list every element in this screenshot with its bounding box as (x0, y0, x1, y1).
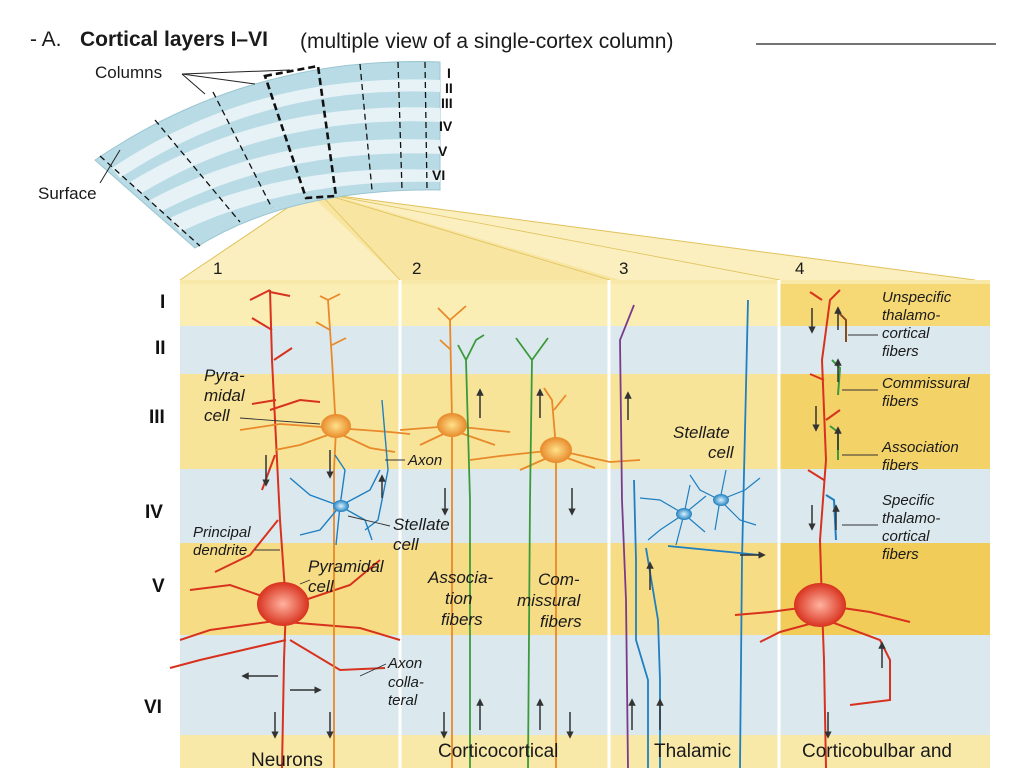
label-assoc-1: Associa- (427, 568, 494, 587)
label-specific-4: fibers (882, 546, 919, 563)
label-axon: Axon (407, 452, 442, 469)
panel-corticobulbar: Unspecific thalamo- cortical fibers Comm… (734, 289, 970, 768)
layer-label-III: III (149, 407, 165, 428)
panel-number-1: 1 (213, 259, 222, 278)
panel-caption-2: Corticocortical (438, 741, 558, 762)
label-stellate3-2: cell (708, 443, 735, 462)
label-principal-2: dendrite (193, 542, 247, 559)
panel-caption-1: Neurons (251, 750, 323, 768)
label-pyramidal-small-1: Pyra- (204, 366, 245, 385)
panel-captions: Neurons Corticocortical Thalamic Cortico… (251, 741, 952, 768)
layer-label-V: V (152, 576, 165, 597)
label-pyramidal-small-3: cell (204, 406, 231, 425)
label-association-1: Association (881, 439, 959, 456)
label-stellate-1: Stellate (393, 515, 450, 534)
panel-thalamic: Stellate cell (619, 299, 766, 768)
overview-layer-III: III (441, 95, 453, 111)
label-axon-coll-2: colla- (388, 674, 424, 691)
projection-funnel (180, 196, 975, 280)
pyramidal-soma-2a (437, 413, 467, 437)
label-axon-coll-1: Axon (387, 655, 422, 672)
label-assoc-2: tion (445, 589, 472, 608)
label-comm-3: fibers (540, 612, 582, 631)
stellate-soma-3b (713, 494, 729, 506)
label-comm-2: missural (517, 591, 582, 610)
overview-layer-V: V (438, 143, 448, 159)
panel-number-3: 3 (619, 259, 628, 278)
label-unspec-3: cortical (882, 325, 930, 342)
projection-funnel-inner (312, 196, 620, 280)
overview-layer-II: II (445, 80, 453, 96)
label-unspec-4: fibers (882, 343, 919, 360)
layer-label-VI: VI (144, 697, 162, 718)
label-comm-1: Com- (538, 570, 580, 589)
label-commissural-1: Commissural (882, 375, 970, 392)
surface-label: Surface (38, 184, 97, 203)
layer-bands (180, 280, 990, 768)
stellate-soma-1 (333, 500, 349, 512)
label-principal-1: Principal (193, 524, 251, 541)
large-pyramidal-soma (257, 582, 309, 626)
unspecific-fiber (837, 311, 847, 342)
overview-layer-VI: VI (432, 167, 445, 183)
panel-numbers: 1 2 3 4 (213, 259, 804, 278)
label-unspec-1: Unspecific (882, 289, 952, 306)
panel-caption-3: Thalamic (654, 741, 731, 762)
columns-label: Columns (95, 63, 162, 82)
selected-column (263, 64, 338, 200)
title-prefix: - A. (30, 28, 62, 51)
layer-label-II: II (155, 338, 166, 359)
label-specific-1: Specific (882, 492, 935, 509)
panel-number-2: 2 (412, 259, 421, 278)
large-pyramidal-soma-4 (794, 583, 846, 627)
panel-neurons: Pyra- midal cell Axon Stellate cell Prin… (169, 289, 450, 768)
label-specific-2: thalamo- (882, 510, 940, 527)
stellate-soma-3a (676, 508, 692, 520)
title-group: - A. Cortical layers I–VI (multiple view… (30, 28, 996, 53)
label-specific-3: cortical (882, 528, 930, 545)
overview-layer-IV: IV (439, 118, 453, 134)
pyramidal-soma-2b (540, 437, 572, 463)
overview-layer-I: I (447, 65, 451, 81)
label-assoc-3: fibers (441, 610, 483, 629)
label-pyramidal-large-1: Pyramidal (308, 557, 385, 576)
label-commissural-2: fibers (882, 393, 919, 410)
label-unspec-2: thalamo- (882, 307, 940, 324)
title-paren: (multiple view of a single-cortex column… (300, 30, 673, 53)
label-pyramidal-small-2: midal (204, 386, 246, 405)
small-pyramidal-soma (321, 414, 351, 438)
panel-corticocortical: Associa- tion fibers Com- missural fiber… (399, 305, 641, 768)
label-axon-coll-3: teral (388, 692, 418, 709)
label-stellate3-1: Stellate (673, 423, 730, 442)
label-pyramidal-large-2: cell (308, 577, 335, 596)
layer-label-I: I (160, 292, 165, 313)
layer-labels: I II III IV V VI (144, 292, 166, 718)
panel-caption-4: Corticobulbar and (802, 741, 952, 762)
title-main: Cortical layers I–VI (80, 28, 268, 51)
panel-number-4: 4 (795, 259, 804, 278)
cortex-overview: Columns Surface I II III IV V VI (38, 61, 976, 281)
label-stellate-2: cell (393, 535, 420, 554)
label-association-2: fibers (882, 457, 919, 474)
layer-label-IV: IV (145, 502, 163, 523)
